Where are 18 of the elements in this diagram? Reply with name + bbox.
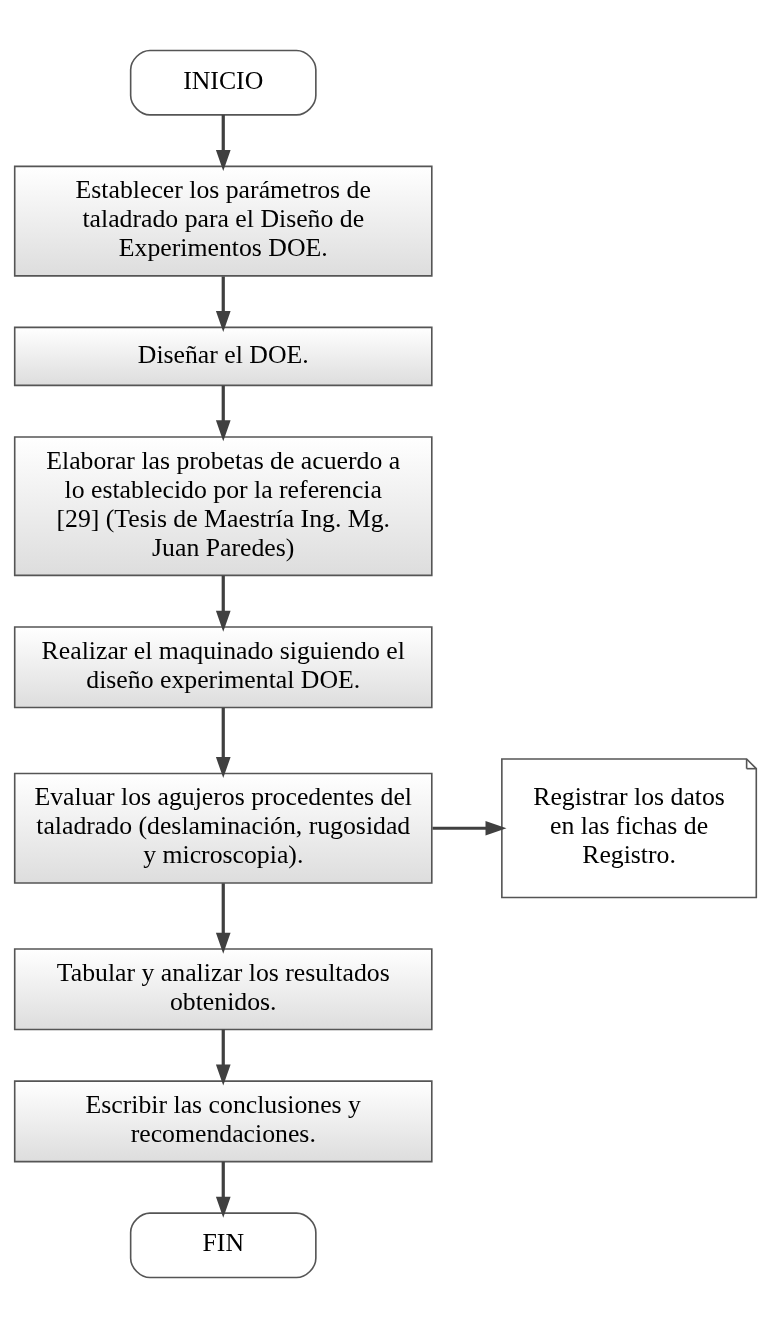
node-box: Establecer los parámetros de taladrado para el Diseño de Experimentos DOE. [13,165,433,277]
node-box: FIN [129,1211,317,1278]
node-box: Evaluar los agujeros procedentes del taladrado (deslaminación, rugosidad y microscopia). [13,772,433,884]
arrow [215,1161,231,1218]
arrow [215,882,231,954]
arrow [215,385,231,441]
node-box: INICIO [129,49,317,116]
node-box: Diseñar el DOE. [13,326,433,386]
arrow [215,1029,231,1086]
node-box: Tabular y analizar los resultados obtenidos. [13,947,433,1030]
node-box: Realizar el maquinado siguiendo el diseño experimental DOE. [13,625,433,708]
node-box: Escribir las conclusiones y recomendaciones. [13,1079,433,1162]
arrow [215,275,231,332]
arrow [215,114,231,171]
arrow [432,820,507,836]
arrow [215,707,231,778]
node-box: Elaborar las probetas de acuerdo a lo establecido por la referencia [29] (Tesis de Maestría Ing. Mg. Juan Paredes) [13,435,433,576]
arrow [215,575,231,632]
